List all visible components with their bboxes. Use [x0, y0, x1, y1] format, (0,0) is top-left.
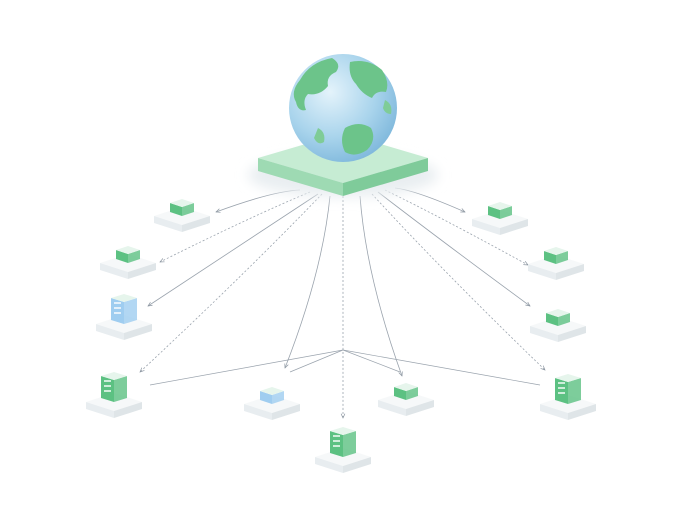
node-cash-stack-green — [378, 383, 434, 416]
connector-arrow — [140, 193, 323, 372]
cash-stack-icon — [394, 383, 418, 400]
wallet-icon — [544, 247, 568, 264]
bank-icon — [111, 294, 137, 324]
node-office-building — [315, 427, 371, 473]
banknote-icon — [546, 309, 570, 326]
node-banknotes-left — [100, 246, 156, 279]
node-bank — [96, 294, 152, 340]
nodes — [86, 199, 596, 473]
coins-icon — [170, 199, 194, 216]
globe-icon — [289, 54, 397, 162]
node-cash-stack-blue — [244, 387, 300, 420]
connector-arrow — [216, 189, 301, 212]
connector-line — [149, 349, 344, 386]
connector-arrow — [394, 187, 465, 213]
connector-arrow — [285, 195, 331, 368]
coin-icon — [488, 202, 512, 219]
connector-line — [342, 349, 401, 373]
atm-icon — [101, 372, 127, 402]
banknote-icon — [116, 246, 140, 263]
hub-platform — [248, 54, 438, 197]
building-icon — [330, 427, 356, 457]
node-coin — [472, 202, 528, 235]
connector-arrow — [371, 193, 545, 370]
connector-line — [342, 349, 541, 386]
node-wallet — [528, 247, 584, 280]
node-banknotes-right — [530, 309, 586, 342]
connector-arrow — [359, 195, 402, 376]
node-atm — [86, 372, 142, 418]
vault-icon — [555, 374, 581, 404]
connector-arrow — [148, 193, 319, 306]
connector-line — [289, 349, 344, 373]
connector-arrow — [160, 191, 311, 262]
node-vault — [540, 374, 596, 420]
connector-arrow — [377, 191, 530, 306]
node-coins — [154, 199, 210, 232]
connectors — [140, 187, 545, 418]
cash-stack-icon — [260, 387, 284, 404]
